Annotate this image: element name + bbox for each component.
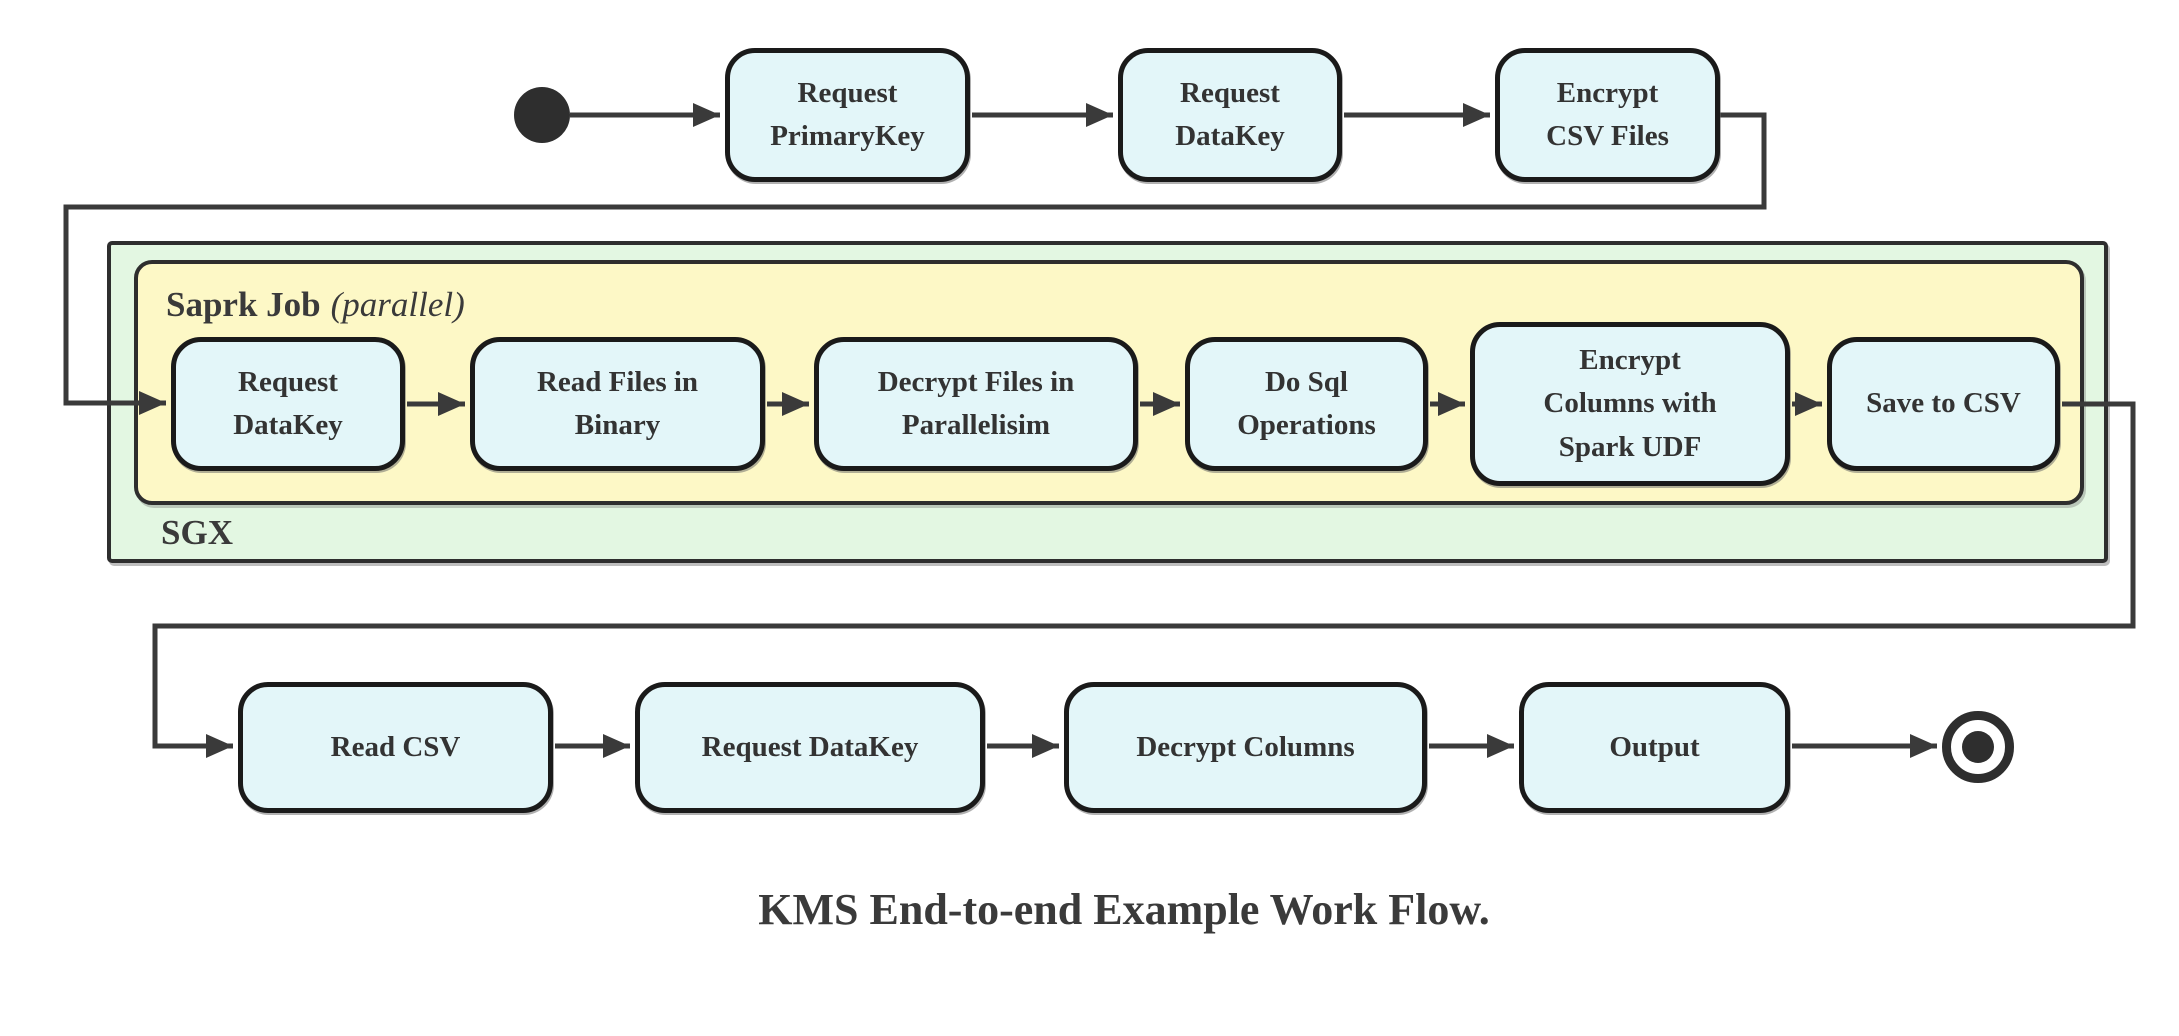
node-encrypt-csv-files: Encrypt CSV Files xyxy=(1495,48,1720,182)
end-node-icon xyxy=(1942,711,2014,783)
end-node-inner-dot xyxy=(1962,731,1994,763)
node-read-csv: Read CSV xyxy=(238,682,553,813)
edge-encrypt-csv-to-sgx-request-datakey xyxy=(63,112,1767,415)
node-decrypt-columns: Decrypt Columns xyxy=(1064,682,1427,813)
node-request-primarykey: Request PrimaryKey xyxy=(725,48,970,182)
spark-job-container-label: Saprk Job(parallel) xyxy=(166,285,465,325)
start-node-icon xyxy=(514,87,570,143)
spark-job-label-text: Saprk Job xyxy=(166,285,321,324)
node-do-sql-operations: Do Sql Operations xyxy=(1185,337,1428,471)
node-encrypt-columns-with-spark-udf: Encrypt Columns with Spark UDF xyxy=(1470,322,1790,486)
node-save-to-csv: Save to CSV xyxy=(1827,337,2060,471)
node-read-files-in-binary: Read Files in Binary xyxy=(470,337,765,471)
node-sgx-request-datakey: Request DataKey xyxy=(171,337,405,471)
node-output: Output xyxy=(1519,682,1790,813)
node-request-datakey-top: Request DataKey xyxy=(1118,48,1342,182)
node-request-datakey-bottom: Request DataKey xyxy=(635,682,985,813)
edge-save-csv-to-read-csv xyxy=(152,401,2136,758)
spark-job-parallel-annotation: (parallel) xyxy=(330,285,465,324)
diagram-caption: KMS End-to-end Example Work Flow. xyxy=(758,885,1490,934)
sgx-container-label: SGX xyxy=(161,513,233,552)
node-decrypt-files-in-parallelisim: Decrypt Files in Parallelisim xyxy=(814,337,1138,471)
